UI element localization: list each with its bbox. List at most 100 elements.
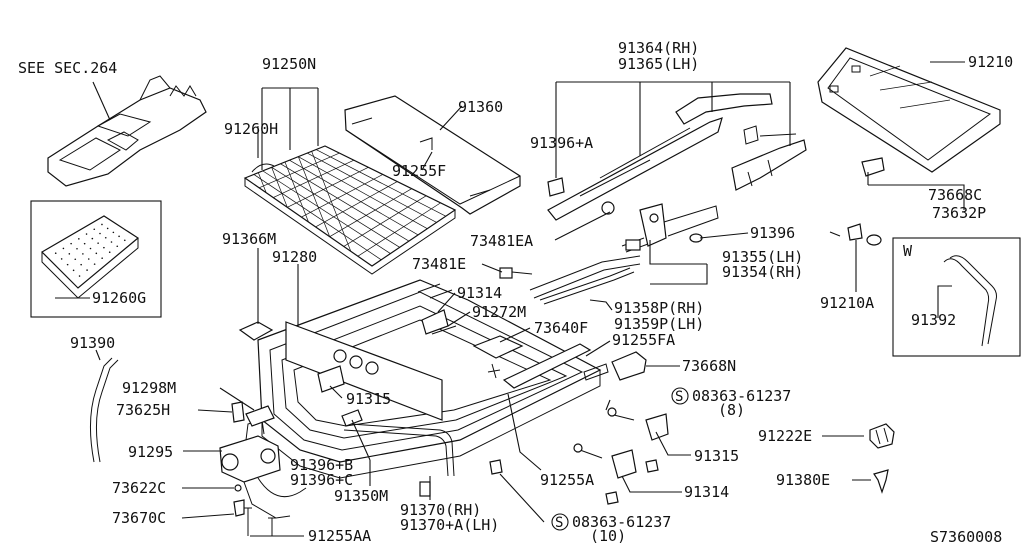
screw-91255AA-b	[268, 517, 276, 536]
nut-lower-2	[645, 459, 659, 473]
label-91255FA: 91255FA	[612, 331, 675, 349]
screw-91255AA-a	[244, 507, 252, 536]
label-91358P: 91358P(RH)	[614, 299, 704, 317]
bracket-91314-bot-part	[611, 449, 637, 479]
label-73632P: 73632P	[932, 204, 986, 222]
sec264-bracket-part	[47, 75, 207, 187]
motor-91295-part	[219, 419, 307, 519]
label-91315-left: 91315	[346, 390, 391, 408]
label-91359P: 91359P(LH)	[614, 315, 704, 333]
clip-91396B-part	[341, 409, 363, 427]
s-symbol-bot	[551, 513, 569, 531]
channel-end-part	[583, 363, 609, 381]
screw-73670C-part	[233, 499, 245, 517]
clip-91396A-part	[547, 177, 565, 197]
label-91370A: 91370+A(LH)	[400, 516, 499, 534]
label-73481E: 73481E	[412, 255, 466, 273]
label-91260H: 91260H	[224, 120, 278, 138]
inset-box-W	[892, 237, 1021, 357]
label-91298M: 91298M	[122, 379, 176, 397]
label-see-sec: SEE SEC.264	[18, 59, 117, 77]
bolt-lower-b	[579, 449, 603, 459]
label-91295: 91295	[128, 443, 173, 461]
label-diagram-code: S7360008	[930, 528, 1002, 546]
label-91272M: 91272M	[472, 303, 526, 321]
label-91315-right: 91315	[694, 447, 739, 465]
sunshade-mesh	[253, 149, 446, 261]
bracket-73668C-part	[861, 157, 885, 177]
label-91365: 91365(LH)	[618, 55, 699, 73]
label-91364: 91364(RH)	[618, 39, 699, 57]
label-91370: 91370(RH)	[400, 501, 481, 519]
label-91355: 91355(LH)	[722, 248, 803, 266]
label-91210A: 91210A	[820, 294, 874, 312]
label-s-qty-top: (8)	[718, 401, 745, 419]
label-inset-w: W	[903, 242, 913, 260]
inset-box-91260G	[30, 200, 162, 318]
tube-91392-part	[949, 255, 997, 345]
pin-91380E-part	[873, 469, 889, 494]
bolt-73625H-part	[231, 401, 245, 423]
label-91222E: 91222E	[758, 427, 812, 445]
foam-dots	[54, 223, 126, 277]
screw-73622C-part	[234, 484, 242, 492]
s-symbol-bot-text: S	[555, 515, 563, 531]
label-91396B: 91396+B	[290, 456, 353, 474]
label-91255AA: 91255AA	[308, 527, 371, 545]
bolt-73640F-part	[487, 363, 501, 379]
link-arm-91364-part	[547, 93, 773, 221]
bolt-head-a	[607, 407, 617, 417]
label-91350M: 91350M	[334, 487, 388, 505]
label-91255F: 91255F	[392, 162, 446, 180]
label-91255A: 91255A	[540, 471, 594, 489]
label-91260G: 91260G	[92, 289, 146, 307]
label-91280: 91280	[272, 248, 317, 266]
label-73640F: 73640F	[534, 319, 588, 337]
s-symbol-top	[671, 387, 689, 405]
sunshade-91250N-part	[243, 145, 457, 275]
tube-91392-part-b	[943, 258, 990, 347]
label-91390: 91390	[70, 334, 115, 352]
label-91360: 91360	[458, 98, 503, 116]
pin-91272M-part	[431, 325, 457, 335]
label-91354: 91354(RH)	[722, 263, 803, 281]
plate-73640F-part	[472, 335, 524, 359]
label-73668N: 73668N	[682, 357, 736, 375]
bolt-91210A-part	[847, 223, 863, 241]
label-91380E: 91380E	[776, 471, 830, 489]
deflector-91360-part	[344, 95, 521, 215]
bracket-91315-left-part	[317, 365, 345, 393]
channel-91255FA-part	[502, 343, 592, 389]
label-73622C: 73622C	[112, 479, 166, 497]
label-91314-bot: 91314	[684, 483, 729, 501]
label-91210: 91210	[968, 53, 1013, 71]
pivot-bracket-part	[621, 203, 719, 253]
label-73625H: 73625H	[116, 401, 170, 419]
label-s-code-top: 08363-61237	[692, 387, 791, 405]
washer-part	[866, 234, 882, 246]
bracket-91315-right-part	[645, 413, 669, 441]
label-s-qty-bot: (10)	[590, 527, 626, 545]
s-symbol-top-text: S	[675, 389, 683, 405]
bracket-assembly-right	[731, 125, 807, 191]
bracket-73668N-part	[611, 351, 647, 381]
bolt-91255A-part	[489, 459, 503, 475]
label-s-code-bot: 08363-61237	[572, 513, 671, 531]
leader-lines	[55, 61, 965, 537]
glass-lid-91210-part	[817, 47, 1001, 173]
pad-91366M-part	[238, 321, 274, 341]
label-91396: 91396	[750, 224, 795, 242]
bolt-head-b	[573, 443, 583, 453]
label-91396A: 91396+A	[530, 134, 593, 152]
label-73481EA: 73481EA	[470, 232, 533, 250]
label-91392: 91392	[911, 311, 956, 329]
hose-91390-part-b	[95, 359, 119, 463]
label-91396C: 91396+C	[290, 471, 353, 489]
nut-lower	[605, 491, 619, 505]
label-91366M: 91366M	[222, 230, 276, 248]
label-73668C: 73668C	[928, 186, 982, 204]
hose-91390-part	[89, 357, 113, 463]
label-91250N: 91250N	[262, 55, 316, 73]
